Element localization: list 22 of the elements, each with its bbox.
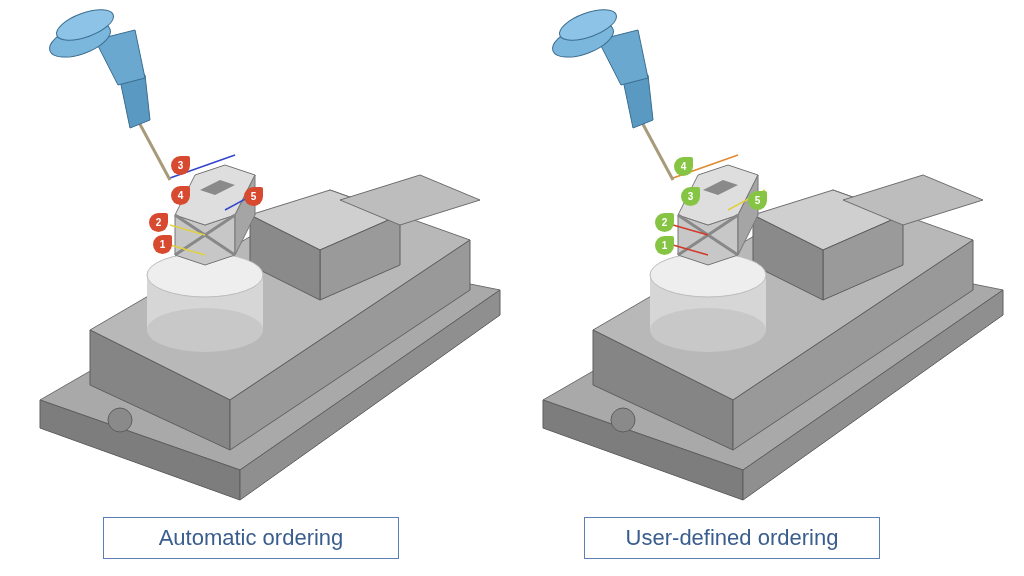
- callout-marker: [149, 213, 168, 232]
- callout-number: 1: [159, 239, 166, 250]
- callout-number: 4: [177, 190, 184, 201]
- callout-marker: [153, 235, 172, 254]
- callout-marker: [171, 156, 190, 175]
- callout-marker: [655, 213, 674, 232]
- callout-number: 4: [680, 161, 687, 172]
- callout-marker: [681, 187, 700, 206]
- callout-number: 5: [250, 191, 257, 202]
- callout-number: 2: [155, 217, 162, 228]
- callout-marker: [171, 186, 190, 205]
- caption-box: [584, 517, 880, 559]
- callout-number: 3: [177, 160, 184, 171]
- caption-text: User-defined ordering: [625, 525, 839, 551]
- callout-marker: [655, 236, 674, 255]
- caption-text: Automatic ordering: [158, 525, 344, 551]
- callout-number: 3: [687, 191, 694, 202]
- callout-number: 1: [661, 240, 668, 251]
- caption-box: [103, 517, 399, 559]
- callout-marker: [674, 157, 693, 176]
- callout-number: 2: [661, 217, 668, 228]
- callout-number: 5: [754, 195, 761, 206]
